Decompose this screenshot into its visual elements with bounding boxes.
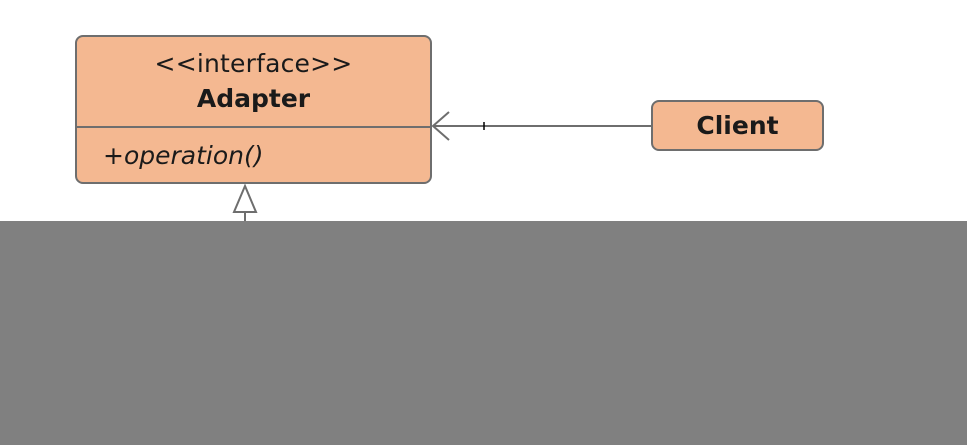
adapter-operation: +operation() [103, 141, 264, 170]
realization-arrowhead [232, 183, 258, 213]
association-arrowhead [431, 111, 450, 141]
client-class-box: Client [651, 100, 824, 151]
adapter-class-name: Adapter [196, 84, 311, 113]
client-class-name: Client [696, 111, 779, 140]
adapter-class-box: <<interface>> Adapter +operation() [75, 35, 432, 184]
adapter-stereotype: <<interface>> [154, 49, 353, 78]
compartment-divider [77, 126, 430, 128]
redaction-mask [0, 221, 967, 445]
